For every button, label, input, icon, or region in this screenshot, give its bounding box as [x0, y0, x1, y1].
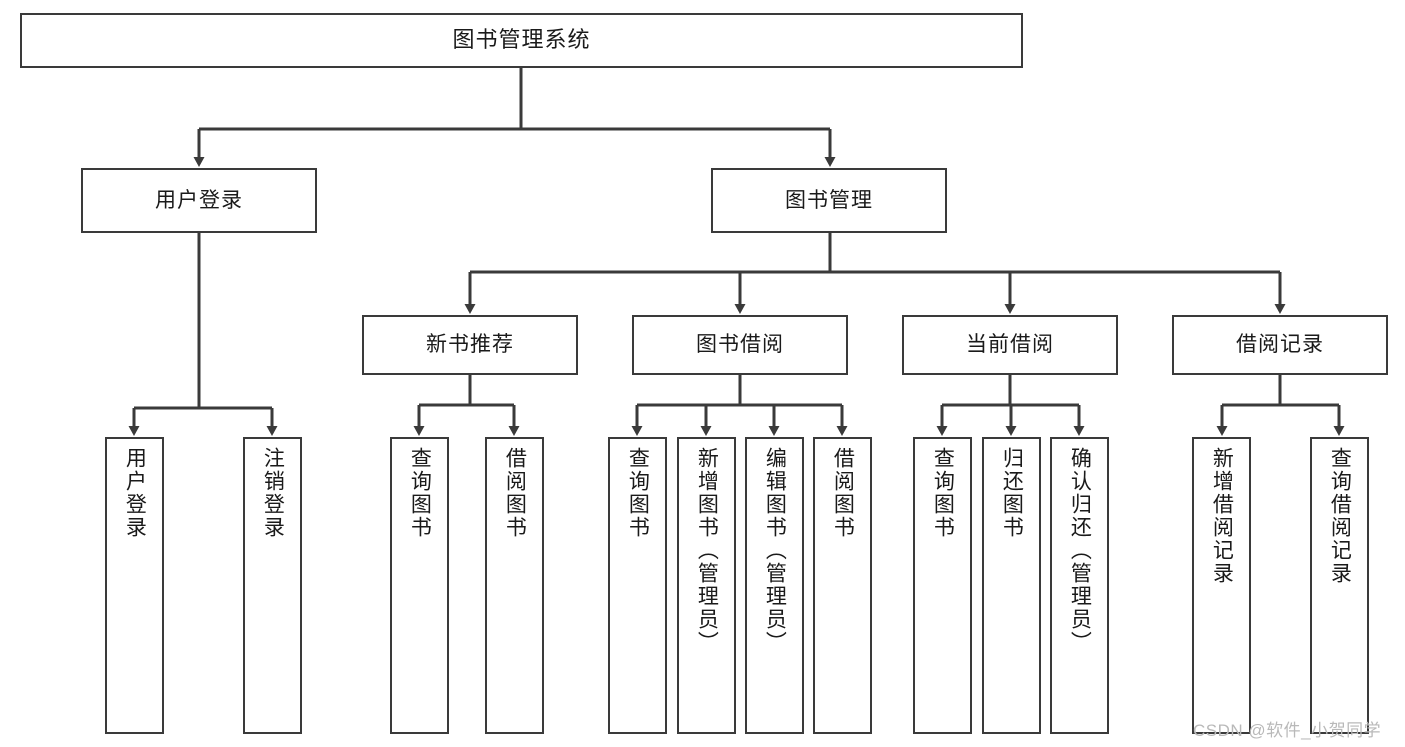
leaf-borrow-record-query[interactable]: 查询借阅记录 [1310, 437, 1369, 734]
node-label: 查询图书 [931, 447, 955, 539]
leaf-new-book-query[interactable]: 查询图书 [390, 437, 449, 734]
node-label: 用户登录 [155, 188, 243, 212]
node-label: 注销登录 [261, 447, 285, 539]
node-label: 借阅图书 [503, 447, 527, 539]
leaf-current-borrow-query[interactable]: 查询图书 [913, 437, 972, 734]
node-label: 查询图书 [408, 447, 432, 539]
node-label: 新增图书（管理员） [695, 447, 719, 654]
leaf-book-borrow-add[interactable]: 新增图书（管理员） [677, 437, 736, 734]
leaf-book-borrow-query[interactable]: 查询图书 [608, 437, 667, 734]
node-book-management[interactable]: 图书管理 [711, 168, 947, 233]
node-new-book-recommend[interactable]: 新书推荐 [362, 315, 578, 375]
node-label: 当前借阅 [966, 333, 1054, 357]
leaf-user-login-login[interactable]: 用户登录 [105, 437, 164, 734]
node-label: 借阅图书 [831, 447, 855, 539]
node-label: 查询图书 [626, 447, 650, 539]
leaf-book-borrow-borrow[interactable]: 借阅图书 [813, 437, 872, 734]
node-label: 新增借阅记录 [1210, 447, 1234, 585]
node-label: 图书借阅 [696, 333, 784, 357]
node-label: 确认归还（管理员） [1068, 447, 1092, 654]
node-label: 查询借阅记录 [1328, 447, 1352, 585]
leaf-book-borrow-edit[interactable]: 编辑图书（管理员） [745, 437, 804, 734]
leaf-borrow-record-add[interactable]: 新增借阅记录 [1192, 437, 1251, 734]
node-book-borrow[interactable]: 图书借阅 [632, 315, 848, 375]
node-borrow-record[interactable]: 借阅记录 [1172, 315, 1388, 375]
node-label: 图书管理 [785, 188, 873, 212]
node-root-book-management-system[interactable]: 图书管理系统 [20, 13, 1023, 68]
node-label: 编辑图书（管理员） [763, 447, 787, 654]
node-label: 借阅记录 [1236, 333, 1324, 357]
node-user-login[interactable]: 用户登录 [81, 168, 317, 233]
node-label: 新书推荐 [426, 333, 514, 357]
node-label: 图书管理系统 [452, 27, 591, 53]
leaf-user-login-logout[interactable]: 注销登录 [243, 437, 302, 734]
csdn-watermark: CSDN @软件_小贺同学 [1193, 721, 1382, 740]
leaf-new-book-borrow[interactable]: 借阅图书 [485, 437, 544, 734]
node-current-borrow[interactable]: 当前借阅 [902, 315, 1118, 375]
leaf-current-borrow-return[interactable]: 归还图书 [982, 437, 1041, 734]
node-label: 用户登录 [123, 447, 147, 539]
node-label: 归还图书 [1000, 447, 1024, 539]
leaf-current-borrow-confirm-return[interactable]: 确认归还（管理员） [1050, 437, 1109, 734]
